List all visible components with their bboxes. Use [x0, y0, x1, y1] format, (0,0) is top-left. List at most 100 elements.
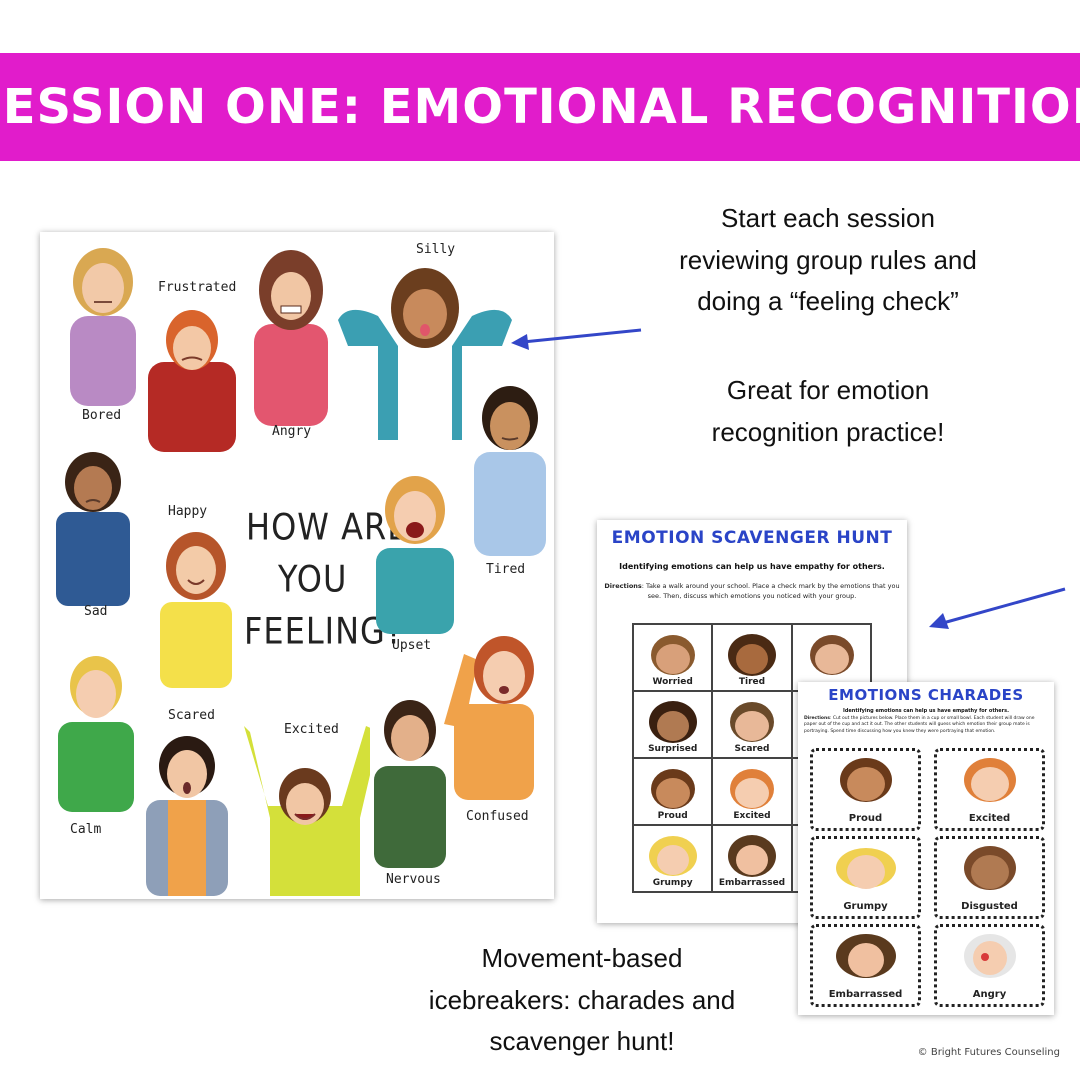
label-happy: Happy: [168, 504, 208, 519]
charade-card: Disgusted: [934, 836, 1045, 919]
face-icon: [964, 758, 1016, 802]
card-label: Disgusted: [961, 901, 1018, 912]
label-upset: Upset: [392, 638, 432, 653]
face-icon: [964, 846, 1016, 890]
worksheet-directions: Directions: Cut out the pictures below. …: [804, 716, 1048, 735]
label-sad: Sad: [84, 604, 108, 619]
face-icon: [651, 635, 695, 675]
page-title: SESSION ONE: EMOTIONAL RECOGNITION: [0, 79, 1080, 135]
charade-card: Embarrassed: [810, 924, 921, 1007]
worksheet-directions: Directions: Take a walk around your scho…: [603, 582, 901, 602]
grid-cell: Proud: [633, 758, 713, 825]
face-icon: [651, 769, 695, 809]
face-icon: [730, 702, 775, 742]
silly-figure: [338, 268, 512, 440]
face-icon: [730, 769, 775, 809]
card-label: Excited: [968, 813, 1011, 824]
cell-label: Grumpy: [652, 878, 693, 888]
upset-figure: [376, 476, 454, 634]
card-label: Grumpy: [843, 901, 888, 912]
callout-feeling-check: Start each session reviewing group rules…: [628, 198, 1028, 323]
happy-figure: [160, 532, 232, 688]
face-icon: [649, 701, 697, 743]
arrow-to-poster: [511, 328, 642, 350]
callout-line: recognition practice!: [711, 416, 945, 447]
directions-text: : Cut out the pictures below. Place them…: [804, 716, 1035, 734]
bored-figure: [70, 248, 136, 406]
label-angry: Angry: [272, 424, 312, 439]
directions-label: Directions: [604, 582, 642, 590]
charade-card: Proud: [810, 748, 921, 831]
label-silly: Silly: [416, 242, 456, 257]
copyright-credit: © Bright Futures Counseling: [917, 1047, 1060, 1058]
grid-cell: [791, 624, 871, 691]
callout-line: Start each session: [721, 203, 935, 233]
cell-label: Excited: [733, 811, 771, 821]
charade-card: Grumpy: [810, 836, 921, 919]
charade-card: Angry: [934, 924, 1045, 1007]
grid-cell: Excited: [712, 758, 792, 825]
callout-line: icebreakers: charades and: [428, 984, 736, 1015]
nervous-figure: [374, 700, 446, 868]
callout-line: Movement-based: [481, 943, 683, 973]
callout-line: scavenger hunt!: [489, 1026, 675, 1057]
title-banner: SESSION ONE: EMOTIONAL RECOGNITION: [0, 53, 1080, 161]
worksheet-subtitle: Identifying emotions can help us have em…: [842, 708, 1010, 714]
confused-figure: [444, 636, 534, 800]
charade-card: Excited: [934, 748, 1045, 831]
callout-line: reviewing group rules and: [679, 244, 977, 275]
face-icon: [728, 634, 777, 676]
face-icon: [840, 758, 892, 802]
feelings-poster: Bored Frustrated Angry Silly Tired Sad H…: [40, 232, 554, 899]
face-icon: [809, 635, 854, 675]
cell-label: Scared: [734, 744, 770, 754]
grid-cell: Grumpy: [633, 825, 713, 892]
label-excited: Excited: [284, 722, 339, 737]
cell-label: Proud: [657, 811, 688, 821]
grid-cell: Scared: [712, 691, 792, 758]
label-calm: Calm: [70, 822, 102, 837]
poster-title-line-2: YOU: [278, 557, 348, 601]
card-label: Angry: [972, 989, 1007, 1000]
face-icon: [836, 848, 896, 889]
label-confused: Confused: [466, 809, 529, 824]
label-frustrated: Frustrated: [158, 280, 237, 295]
callout-icebreakers: Movement-based icebreakers: charades and…: [382, 938, 782, 1063]
charades-worksheet: EMOTIONS CHARADES Identifying emotions c…: [798, 682, 1054, 1015]
directions-label: Directions: [804, 716, 830, 721]
worksheet-title: EMOTION SCAVENGER HUNT: [611, 528, 893, 548]
face-icon: [649, 836, 697, 876]
grid-cell: Worried: [633, 624, 713, 691]
label-scared: Scared: [168, 708, 215, 723]
grid-cell: Surprised: [633, 691, 713, 758]
cell-label: Embarrassed: [718, 878, 786, 888]
callout-recognition: Great for emotion recognition practice!: [628, 370, 1028, 453]
worksheet-title: EMOTIONS CHARADES: [828, 686, 1024, 704]
label-tired: Tired: [486, 562, 526, 577]
tired-figure: [474, 386, 546, 556]
directions-text: : Take a walk around your school. Place …: [641, 582, 900, 600]
calm-figure: [58, 656, 134, 812]
excited-figure: [244, 726, 370, 896]
card-label: Embarrassed: [828, 989, 903, 1000]
face-icon: [836, 934, 896, 978]
angry-figure: [254, 250, 328, 426]
arrow-to-worksheets: [929, 587, 1066, 629]
scared-figure: [146, 736, 228, 896]
frustrated-figure: [148, 310, 236, 452]
face-icon: [964, 934, 1016, 978]
sad-figure: [56, 452, 130, 606]
grid-cell: Tired: [712, 624, 792, 691]
grid-cell: Embarrassed: [712, 825, 792, 892]
cell-label: Surprised: [648, 744, 698, 754]
emotion-grid: Worried Tired Surprised Scared Proud Exc…: [632, 623, 872, 893]
callout-line: doing a “feeling check”: [697, 286, 959, 317]
worksheet-subtitle: Identifying emotions can help us have em…: [619, 562, 885, 571]
cell-label: Worried: [652, 677, 693, 687]
callout-line: Great for emotion: [726, 375, 930, 405]
label-nervous: Nervous: [386, 872, 441, 887]
cell-label: Tired: [738, 677, 766, 687]
card-label: Proud: [848, 813, 883, 824]
face-icon: [728, 835, 777, 877]
label-bored: Bored: [82, 408, 122, 423]
